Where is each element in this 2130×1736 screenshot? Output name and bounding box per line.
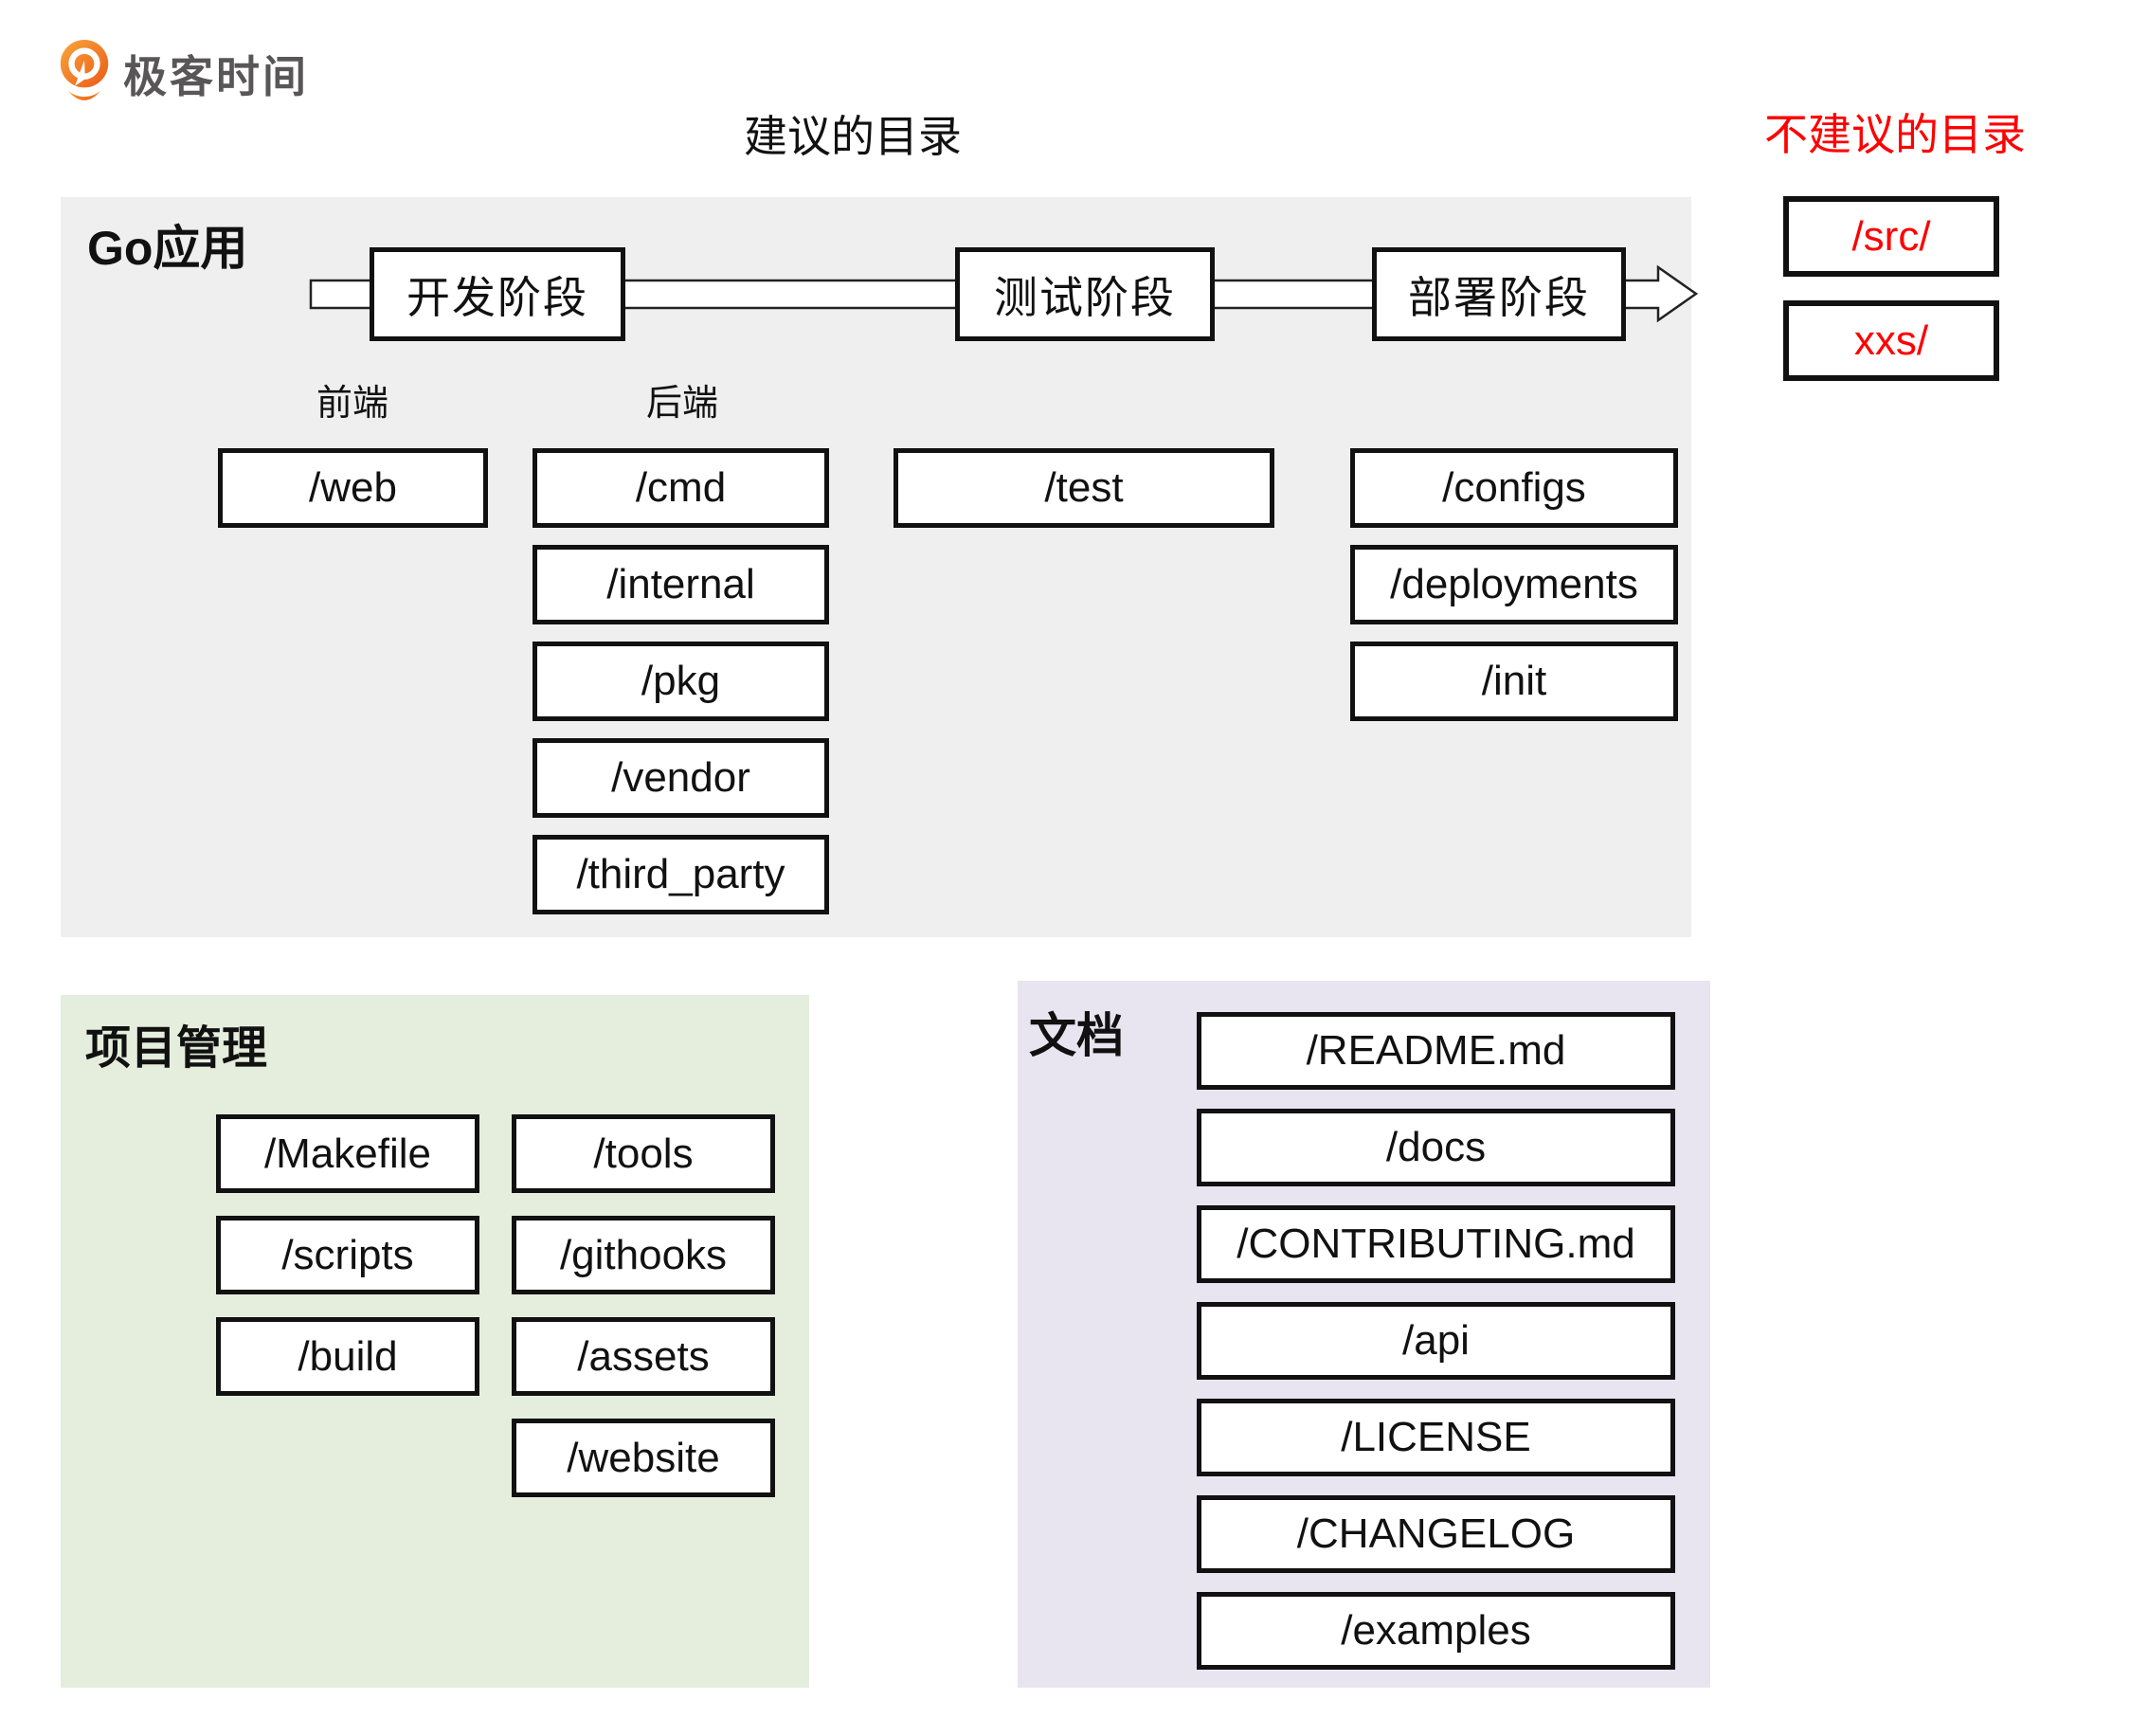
dir-box: /vendor — [532, 738, 829, 818]
dir-box: /internal — [532, 545, 829, 624]
deploy-dir-column: /configs/deployments/init — [1350, 448, 1678, 721]
dir-box: /CHANGELOG — [1197, 1495, 1675, 1573]
dir-box: /build — [216, 1317, 479, 1396]
stage-box-deployment: 部署阶段 — [1372, 247, 1626, 341]
dir-box: /test — [894, 448, 1274, 528]
backend-label: 后端 — [645, 384, 718, 424]
not-recommended-dir-box: /src/ — [1783, 196, 1999, 277]
dir-box: /web — [218, 448, 488, 528]
geektime-pin-icon — [60, 40, 109, 100]
dir-box: /pkg — [532, 642, 829, 721]
not-recommended-dir-box: xxs/ — [1783, 300, 1999, 381]
pm-left-dir-column: /Makefile/scripts/build — [216, 1114, 479, 1396]
dir-box: /assets — [512, 1317, 775, 1396]
not-recommended-title: 不建议的目录 — [1764, 110, 2026, 159]
go-app-label: Go应用 — [87, 222, 248, 275]
test-dir-column: /test — [894, 448, 1274, 528]
project-management-label: 项目管理 — [85, 1023, 268, 1074]
dir-box: /deployments — [1350, 545, 1678, 624]
backend-dir-column: /cmd/internal/pkg/vendor/third_party — [532, 448, 829, 914]
stage-box-testing: 测试阶段 — [955, 247, 1215, 341]
dir-box: /third_party — [532, 835, 829, 914]
not-recommended-dir-column: /src/xxs/ — [1783, 196, 1999, 381]
recommended-title: 建议的目录 — [744, 112, 962, 161]
dir-box: /githooks — [512, 1216, 775, 1294]
dir-box: /examples — [1197, 1592, 1675, 1670]
pm-right-dir-column: /tools/githooks/assets/website — [512, 1114, 775, 1497]
dir-box: /api — [1197, 1302, 1675, 1380]
dir-box: /Makefile — [216, 1114, 479, 1193]
dir-box: /README.md — [1197, 1012, 1675, 1090]
docs-label: 文档 — [1029, 1009, 1124, 1062]
dir-box: /init — [1350, 642, 1678, 721]
frontend-dir-column: /web — [218, 448, 488, 528]
dir-box: /cmd — [532, 448, 829, 528]
brand-name: 极客时间 — [123, 52, 309, 101]
dir-box: /configs — [1350, 448, 1678, 528]
dir-box: /scripts — [216, 1216, 479, 1294]
geektime-logo: 极客时间 — [59, 36, 362, 112]
dir-box: /website — [512, 1419, 775, 1497]
dir-box: /CONTRIBUTING.md — [1197, 1205, 1675, 1283]
dir-box: /tools — [512, 1114, 775, 1193]
dir-box: /docs — [1197, 1109, 1675, 1186]
frontend-label: 前端 — [316, 384, 388, 424]
stage-box-development: 开发阶段 — [370, 247, 625, 341]
dir-box: /LICENSE — [1197, 1399, 1675, 1476]
docs-dir-column: /README.md/docs/CONTRIBUTING.md/api/LICE… — [1197, 1012, 1675, 1670]
